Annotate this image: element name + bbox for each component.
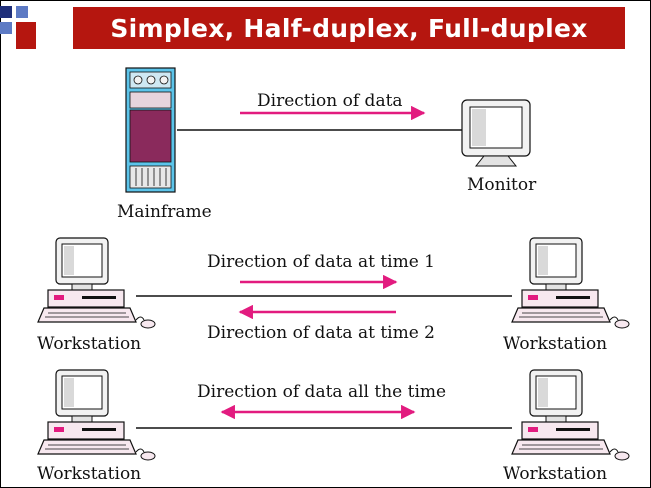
decor-square — [0, 6, 12, 18]
half-duplex-direction-label-1: Direction of data at time 1 — [207, 252, 435, 272]
title-bar: Simplex, Half-duplex, Full-duplex — [73, 7, 625, 49]
workstation-label: Workstation — [503, 464, 608, 484]
workstation-label: Workstation — [503, 334, 608, 354]
decor-square — [16, 22, 36, 49]
workstation-icon — [511, 369, 630, 461]
workstation-icon — [511, 237, 630, 329]
workstation-icon — [37, 369, 156, 461]
mainframe-icon — [125, 67, 176, 193]
slide-title: Simplex, Half-duplex, Full-duplex — [110, 13, 588, 43]
monitor-icon — [461, 99, 531, 167]
mainframe-label: Mainframe — [117, 202, 212, 222]
decor-square — [16, 6, 28, 18]
workstation-label: Workstation — [37, 334, 142, 354]
full-duplex-direction-label: Direction of data all the time — [197, 382, 447, 402]
simplex-direction-label: Direction of data — [257, 91, 403, 111]
decor-square — [0, 22, 12, 34]
half-duplex-direction-label-2: Direction of data at time 2 — [207, 323, 435, 343]
workstation-icon — [37, 237, 156, 329]
monitor-label: Monitor — [467, 175, 537, 195]
workstation-label: Workstation — [37, 464, 142, 484]
